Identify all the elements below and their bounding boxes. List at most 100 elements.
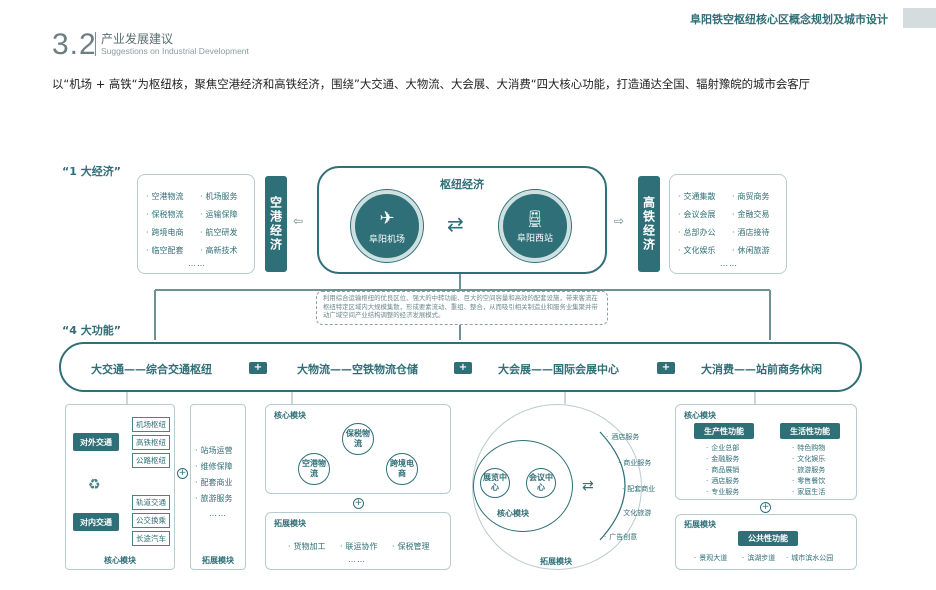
- list-item: 家庭生活: [792, 487, 825, 497]
- arc-item: 广告创意: [604, 532, 637, 542]
- function-transport: 大交通——综合交通枢纽: [91, 363, 212, 376]
- intro-text: 以“机场 + 高铁“为枢纽核，聚焦空港经济和高铁经济，围绕”大交通、大物流、大会…: [52, 77, 811, 91]
- public-function-tag: 公共性功能: [738, 531, 798, 546]
- list-item: 专业服务: [706, 487, 739, 497]
- airport-economy-pill: 空港经济: [265, 176, 287, 272]
- hub-economy-panel: 枢纽经济 ✈ 阜阳机场 ⇄ 🚆︎ 阜阳西站: [317, 166, 607, 274]
- core-module-label: 核心模块: [684, 411, 716, 420]
- list-item: 商贸商务: [732, 191, 770, 202]
- life-function-tag: 生活性功能: [780, 423, 840, 439]
- functions-label: “4 大功能”: [62, 324, 121, 337]
- more-indicator: ……: [720, 259, 738, 268]
- exchange-icon: ⇄: [582, 478, 594, 494]
- list-item: 站场运营: [195, 445, 233, 456]
- list-item: 高新技术: [200, 245, 238, 256]
- list-item: 机场枢纽: [132, 417, 170, 432]
- exchange-icon: ⇄: [447, 212, 464, 236]
- airport-logistics-node: 空港物流: [298, 453, 330, 485]
- arc-item: 酒店服务: [606, 432, 639, 442]
- hub-title: 枢纽经济: [440, 178, 484, 191]
- list-item: 运输保障: [200, 209, 238, 220]
- function-logistics: 大物流——空铁物流仓储: [297, 363, 418, 376]
- logistics-core-module: 核心模块 保税物流 空港物流 跨境电商: [265, 404, 451, 494]
- list-item: 公路枢纽: [132, 453, 170, 468]
- list-item: 休闲旅游: [732, 245, 770, 256]
- document-title: 阜阳铁空枢纽核心区概念规划及城市设计: [690, 13, 888, 26]
- external-transport-tag: 对外交通: [73, 433, 119, 451]
- function-consumption: 大消费——站前商务休闲: [701, 363, 822, 376]
- list-item: 城市滨水公园: [786, 553, 833, 563]
- ext-module-label: 拓展模块: [540, 557, 572, 566]
- cross-border-node: 跨境电商: [386, 453, 418, 485]
- section-title: 产业发展建议: [101, 32, 174, 46]
- functions-bar: 大交通——综合交通枢纽 + 大物流——空铁物流仓储 + 大会展——国际会展中心 …: [59, 342, 862, 392]
- station-label: 阜阳西站: [516, 233, 553, 244]
- list-item: 长途汽车: [132, 531, 170, 546]
- plus-icon: +: [177, 468, 188, 479]
- section-subtitle: Suggestions on Industrial Development: [101, 46, 249, 56]
- economy-label: “1 大经济”: [62, 165, 121, 178]
- ext-module-label: 拓展模块: [684, 520, 716, 529]
- list-item: 滨湖步道: [742, 553, 775, 563]
- plus-icon: +: [760, 502, 771, 513]
- list-item: 空港物流: [146, 191, 184, 202]
- rail-economy-list: 交通集散 商贸商务 会议会展 金融交易 总部办公 酒店接待 文化娱乐 休闲旅游 …: [669, 174, 787, 274]
- more-indicator: ……: [209, 509, 227, 518]
- rail-economy-pill: 高铁经济: [638, 176, 660, 272]
- arc-item: 商业服务: [618, 458, 651, 468]
- list-item: 联运协作: [340, 541, 378, 552]
- plus-icon: +: [353, 498, 364, 509]
- list-item: 会议会展: [678, 209, 716, 220]
- list-item: 文化娱乐: [792, 454, 825, 464]
- list-item: 零售餐饮: [792, 476, 825, 486]
- logistics-ext-module: 拓展模块 货物加工 联运协作 保税管理 ……: [265, 512, 451, 570]
- list-item: 保税物流: [146, 209, 184, 220]
- plus-chip: +: [249, 362, 267, 374]
- core-module-label: 核心模块: [497, 509, 529, 518]
- more-indicator: ……: [348, 555, 366, 564]
- ext-module-label: 拓展模块: [202, 556, 234, 565]
- list-item: 保税管理: [392, 541, 430, 552]
- list-item: 配套商业: [195, 477, 233, 488]
- plus-chip: +: [657, 362, 675, 374]
- airplane-icon: ✈: [379, 207, 395, 229]
- function-expo: 大会展——国际会展中心: [498, 363, 619, 376]
- hub-economy-note: 利用综合运输枢纽的优良区位、强大的中转功能、巨大的空间容量和高效的配套设施，带来…: [316, 291, 608, 325]
- consumption-core-module: 核心模块 生产性功能 生活性功能 企业总部 金融服务 商品展销 酒店服务 专业服…: [675, 404, 857, 500]
- arrow-right-icon: ⇨: [614, 214, 625, 228]
- arc-item: 文化旅游: [618, 508, 651, 518]
- list-item: 企业总部: [706, 443, 739, 453]
- core-module-label: 核心模块: [274, 411, 306, 420]
- list-item: 航空研发: [200, 227, 238, 238]
- core-module-label: 核心模块: [104, 556, 136, 565]
- bonded-logistics-node: 保税物流: [342, 423, 374, 455]
- list-item: 酒店服务: [706, 476, 739, 486]
- arc-item: 配套商业: [622, 484, 655, 494]
- exhibition-center-node: 展览中心: [480, 468, 510, 498]
- more-indicator: ……: [188, 259, 206, 268]
- page-tab: [903, 8, 936, 28]
- list-item: 商品展销: [706, 465, 739, 475]
- list-item: 高铁枢纽: [132, 435, 170, 450]
- list-item: 酒店接待: [732, 227, 770, 238]
- list-item: 公交换乘: [132, 513, 170, 528]
- list-item: 维修保障: [195, 461, 233, 472]
- airport-economy-list: 空港物流 机场服务 保税物流 运输保障 跨境电商 航空研发 临空配套 高新技术 …: [137, 174, 255, 274]
- list-item: 旅游服务: [195, 493, 233, 504]
- conference-center-node: 会议中心: [526, 468, 556, 498]
- section-divider: [95, 32, 96, 56]
- production-function-tag: 生产性功能: [694, 423, 754, 439]
- ext-module-label: 拓展模块: [274, 519, 306, 528]
- list-item: 总部办公: [678, 227, 716, 238]
- arrow-left-icon: ⇦: [293, 214, 304, 228]
- list-item: 金融交易: [732, 209, 770, 220]
- list-item: 机场服务: [200, 191, 238, 202]
- airport-label: 阜阳机场: [368, 234, 405, 245]
- list-item: 轨道交通: [132, 495, 170, 510]
- train-icon: 🚆︎: [524, 208, 546, 228]
- internal-transport-tag: 对内交通: [73, 513, 119, 531]
- list-item: 临空配套: [146, 245, 184, 256]
- consumption-ext-module: 拓展模块 公共性功能 景观大道 滨湖步道 城市滨水公园: [675, 514, 857, 570]
- transport-ext-module: 站场运营 维修保障 配套商业 旅游服务 …… 拓展模块: [190, 404, 246, 570]
- transport-core-module: 对外交通 机场枢纽 高铁枢纽 公路枢纽 ♻ 对内交通 轨道交通 公交换乘 长途汽…: [65, 404, 175, 570]
